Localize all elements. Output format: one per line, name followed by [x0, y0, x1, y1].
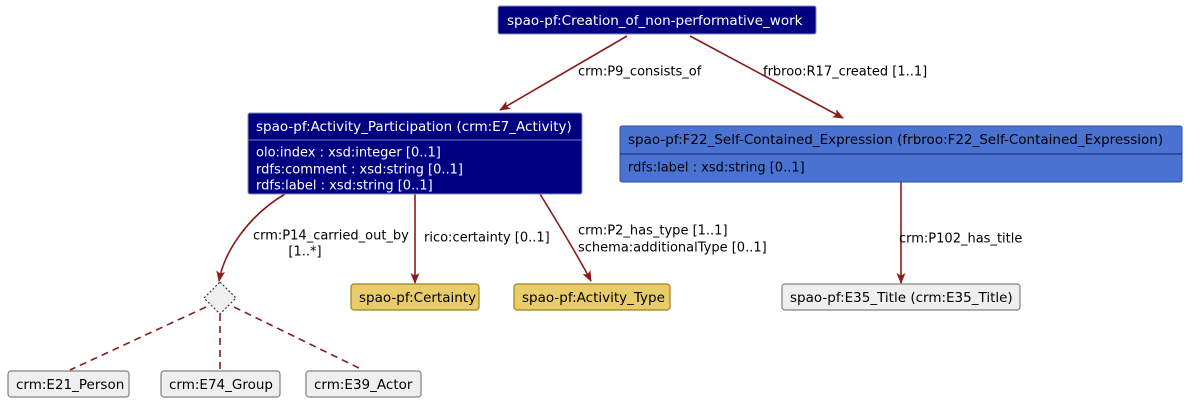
edge-p2-line [539, 193, 592, 282]
node-activity-participation-attr-1: rdfs:comment : xsd:string [0..1] [256, 163, 463, 178]
node-f22-attr-0: rdfs:label : xsd:string [0..1] [628, 161, 805, 176]
edge-p14-label-line1: crm:P14_carried_out_by [253, 229, 409, 244]
actor-union-diamond[interactable] [203, 281, 237, 315]
edge-p14-carried-out-by: crm:P14_carried_out_by [1..*] [216, 193, 409, 282]
edge-p14-line [216, 193, 286, 282]
edge-p102-has-title: crm:P102_has_title [896, 182, 1022, 284]
node-activity-participation-box[interactable] [247, 112, 583, 195]
edge-union-to-e39-actor [233, 306, 364, 371]
node-activity-participation-attr-0: olo:index : xsd:integer [0..1] [256, 146, 441, 161]
node-activity-type-box[interactable] [513, 283, 671, 311]
edge-rico-certainty: rico:certainty [0..1] [410, 194, 550, 284]
node-f22-title: spao-pf:F22_Self-Contained_Expression (f… [628, 132, 1163, 148]
node-e39-actor[interactable]: crm:E39_Actor [305, 370, 422, 398]
node-e39-actor-title: crm:E39_Actor [314, 377, 413, 393]
node-e39-actor-box[interactable] [305, 370, 422, 398]
edge-p102-label: crm:P102_has_title [899, 232, 1022, 247]
node-activity-type-title: spao-pf:Activity_Type [522, 290, 665, 306]
node-e35-title-box[interactable] [781, 283, 1021, 311]
node-certainty[interactable]: spao-pf:Certainty [350, 283, 480, 311]
node-activity-participation[interactable]: spao-pf:Activity_Participation (crm:E7_A… [247, 112, 583, 195]
edge-p9-consists-of: crm:P9_consists_of [499, 35, 702, 111]
node-creation-title: spao-pf:Creation_of_non-performative_wor… [507, 13, 803, 29]
node-e21-person-title: crm:E21_Person [16, 377, 124, 393]
edge-p9-line [499, 35, 628, 111]
node-e74-group-title: crm:E74_Group [169, 377, 273, 393]
node-e35-title-label: spao-pf:E35_Title (crm:E35_Title) [790, 290, 1013, 306]
node-activity-participation-attr-2: rdfs:label : xsd:string [0..1] [256, 179, 433, 194]
edge-r17-label: frbroo:R17_created [1..1] [763, 65, 927, 80]
node-e74-group[interactable]: crm:E74_Group [160, 370, 281, 398]
node-activity-type[interactable]: spao-pf:Activity_Type [513, 283, 671, 311]
node-e21-person[interactable]: crm:E21_Person [7, 370, 130, 398]
edge-p2-label-line2: schema:additionalType [0..1] [578, 241, 767, 256]
edge-p14-label-line2: [1..*] [288, 245, 321, 260]
node-f22-self-contained-expression[interactable]: spao-pf:F22_Self-Contained_Expression (f… [619, 125, 1183, 183]
node-creation-box[interactable] [497, 5, 817, 35]
edge-union-to-e21-person [69, 306, 207, 371]
edge-p2-has-type: crm:P2_has_type [1..1] schema:additional… [539, 193, 767, 282]
node-e21-person-box[interactable] [7, 370, 130, 398]
node-e74-group-box[interactable] [160, 370, 281, 398]
node-e35-title[interactable]: spao-pf:E35_Title (crm:E35_Title) [781, 283, 1021, 311]
node-creation-of-non-performative-work[interactable]: spao-pf:Creation_of_non-performative_wor… [497, 5, 817, 35]
edge-r17-line [689, 35, 844, 119]
edge-p9-label: crm:P9_consists_of [578, 65, 702, 80]
edge-p2-label-line1: crm:P2_has_type [1..1] [578, 224, 728, 239]
edge-r17-created: frbroo:R17_created [1..1] [689, 35, 927, 119]
edge-certainty-label: rico:certainty [0..1] [424, 231, 550, 246]
node-activity-participation-title: spao-pf:Activity_Participation (crm:E7_A… [256, 119, 572, 135]
node-certainty-box[interactable] [350, 283, 480, 311]
node-certainty-title: spao-pf:Certainty [359, 290, 476, 306]
